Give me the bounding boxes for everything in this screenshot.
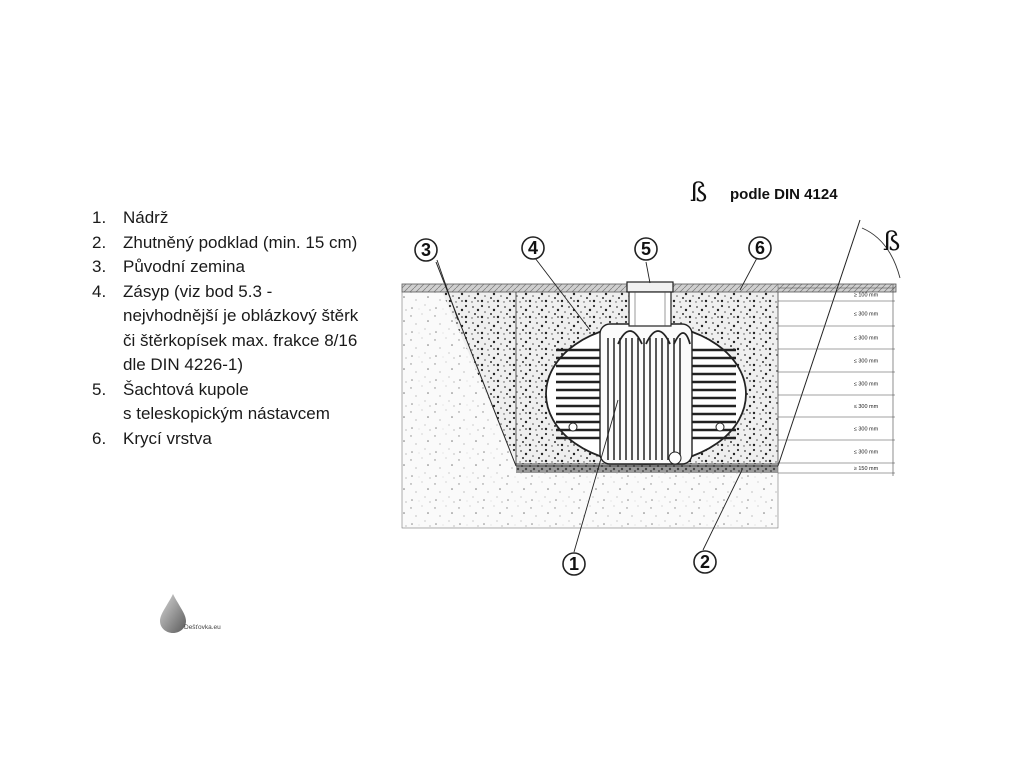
legend-list: 1. Nádrž 2. Zhutněný podklad (min. 15 cm) 3.… xyxy=(92,206,358,451)
svg-text:3: 3 xyxy=(421,240,431,260)
callout-3: 3 xyxy=(414,238,438,262)
logo-text: Dešťovka.eu xyxy=(184,624,221,631)
tank xyxy=(545,323,747,465)
compacted-base xyxy=(516,463,778,473)
legend-item-text: či štěrkopísek max. frakce 8/16 xyxy=(123,330,358,350)
callout-4: 4 xyxy=(521,236,545,260)
angle-arc xyxy=(861,227,901,279)
legend-item-text: nejvhodnější je oblázkový štěrk xyxy=(123,306,359,325)
water-drop-icon xyxy=(160,594,186,633)
legend-item: 2. Zhutněný podklad (min. 15 cm) xyxy=(92,231,358,256)
legend-item: 6. Krycí vrstva xyxy=(92,427,358,452)
svg-text:5: 5 xyxy=(641,239,651,259)
callout-2: 2 xyxy=(693,550,717,574)
leader-lines xyxy=(436,257,758,553)
legend-item-text: Nádrž xyxy=(123,208,169,227)
svg-text:4: 4 xyxy=(528,238,538,258)
layer-thickness-label: ≥ 150 mm xyxy=(854,466,879,472)
legend-item-text: Zhutněný podklad (min. 15 cm) xyxy=(123,232,358,252)
layer-thickness-label: ≥ 100 mm xyxy=(854,293,879,299)
svg-text:1: 1 xyxy=(569,554,579,574)
legend-item: 4. Zásyp (viz bod 5.3 - nejvhodnější je ob… xyxy=(92,280,358,378)
layer-thickness-label: ≤ 300 mm xyxy=(854,427,879,433)
legend-item-number: 1. xyxy=(92,208,107,227)
legend-item: 1. Nádrž xyxy=(92,206,358,231)
svg-text:2: 2 xyxy=(700,552,710,572)
legend-item-text: Původní zemina xyxy=(123,257,245,276)
layer-thickness-label: ≤ 300 mm xyxy=(854,336,879,342)
layer-thickness-label: ≤ 300 mm xyxy=(854,404,879,410)
legend-item: 5. Šachtová kupole s teleskopickým nástavc… xyxy=(92,378,358,427)
legend-item: 3. Původní zemina xyxy=(92,255,358,280)
layer-thickness-label: ≤ 300 mm xyxy=(854,382,879,388)
legend-item-text: Krycí vrstva xyxy=(123,428,212,448)
destovka-logo: Dešťovka.eu xyxy=(160,594,221,633)
legend-item-number: 4. xyxy=(92,281,107,301)
layer-thickness-label: ≤ 300 mm xyxy=(854,359,879,365)
diagram-title: podle DIN 4124 xyxy=(730,186,838,203)
shaft-dome xyxy=(626,281,674,327)
layer-thickness-label: ≤ 300 mm xyxy=(854,450,879,456)
legend-item-text: dle DIN 4226-1) xyxy=(123,355,244,374)
angle-beta-symbol: ß xyxy=(883,227,900,257)
callout-6: 6 xyxy=(748,236,772,260)
legend-item-number: 6. xyxy=(92,428,107,448)
title-beta-symbol: ß xyxy=(690,178,707,208)
legend-item-number: 5. xyxy=(92,379,107,399)
legend-item-text: Šachtová kupole xyxy=(123,379,249,399)
excavation-wall-right xyxy=(777,219,861,467)
legend-item-number: 2. xyxy=(92,232,107,252)
svg-text:6: 6 xyxy=(755,238,765,258)
layer-dimension-lines: ≥ 100 mm ≤ 300 mm ≤ 300 mm ≤ 300 mm ≤ 300 mm… xyxy=(778,284,895,476)
layer-thickness-label: ≤ 300 mm xyxy=(854,312,879,318)
callout-1: 1 xyxy=(562,552,586,576)
callout-5: 5 xyxy=(634,237,658,261)
legend-item-text: s teleskopickým nástavcem xyxy=(123,404,330,423)
legend-item-number: 3. xyxy=(92,257,107,276)
legend-item-text: Zásyp (viz bod 5.3 - xyxy=(123,281,273,301)
